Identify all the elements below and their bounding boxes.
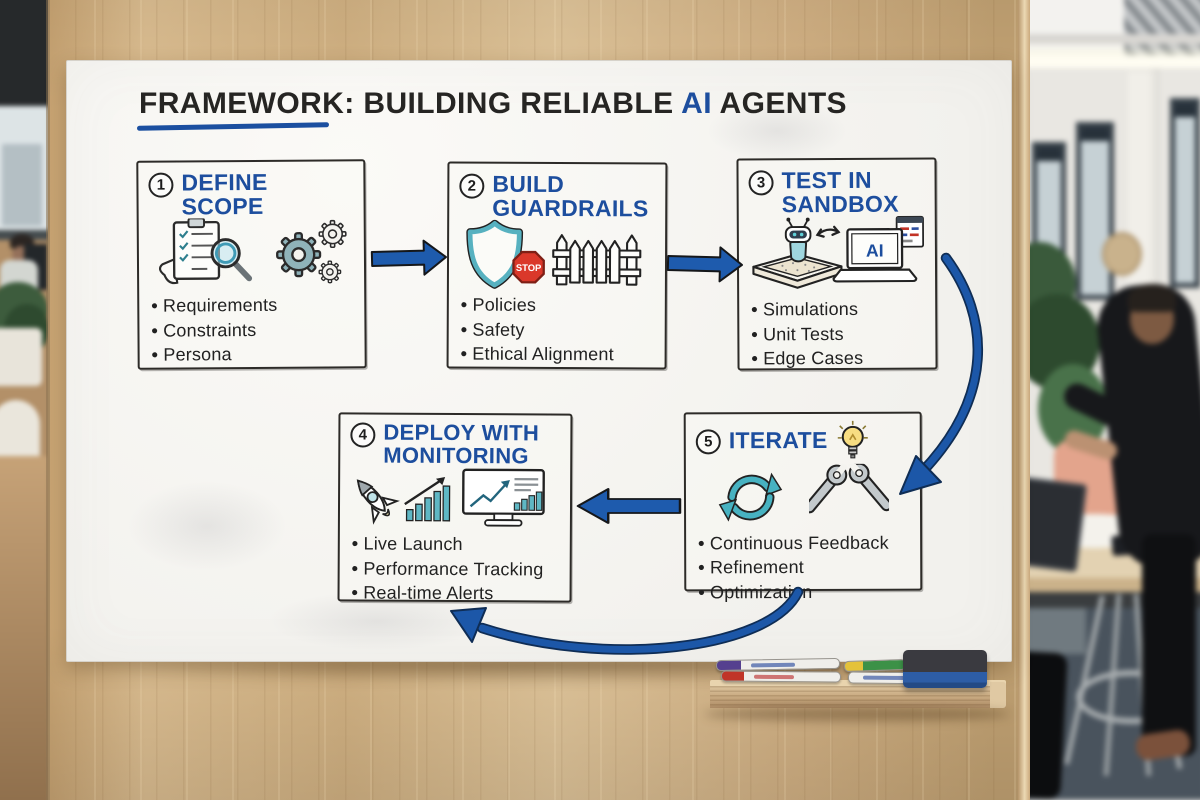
sandbox-robot-laptop-icon: AI [752, 216, 925, 290]
step-box-define-scope: 1 DEFINE SCOPE [136, 159, 367, 370]
step-box-iterate: 5 ITERATE [683, 411, 923, 602]
step-number-badge: 2 [459, 173, 485, 199]
title-suffix: AGENTS [711, 87, 847, 120]
bullet: Continuous Feedback [698, 531, 910, 556]
bullet: Constraints [151, 317, 354, 343]
step-number-badge: 5 [695, 428, 721, 454]
sync-arrow-icon [815, 225, 841, 239]
tray-shadow [704, 707, 1010, 721]
gear-icon [275, 232, 321, 278]
gear-icon [317, 220, 347, 249]
step-title: ITERATE [728, 426, 828, 454]
tray-end-cap [990, 682, 1006, 708]
planter [0, 328, 42, 386]
step-title: DEFINE SCOPE [181, 168, 268, 220]
magnifier-handle [232, 261, 252, 282]
step-title: TEST IN SANDBOX [781, 166, 899, 218]
laptop-ai-icon: AI [832, 228, 918, 283]
laptop-screen-label: AI [866, 241, 884, 261]
lightbulb-icon [837, 420, 868, 459]
office-background-left [0, 0, 50, 800]
wood-floor [0, 456, 50, 800]
ceiling-beam [1030, 34, 1200, 44]
wrench-tools-icon [808, 463, 890, 514]
step-bullets: Live Launch Performance Tracking Real-ti… [351, 532, 559, 606]
bullet: Optimization [698, 580, 910, 605]
bullet: Refinement [698, 555, 910, 580]
wall-clock [1102, 232, 1142, 276]
title-ai-highlight: AI [681, 87, 712, 120]
step-bullets: Simulations Unit Tests Edge Cases [751, 297, 925, 371]
growth-chart-icon [404, 477, 451, 522]
ceiling-dark [0, 0, 50, 112]
step-box-build-guardrails: 2 BUILD GUARDRAILS STOP [446, 161, 668, 370]
marker-yellow-green [843, 658, 907, 673]
bullet: Real-time Alerts [351, 581, 559, 607]
title-underline [136, 122, 330, 131]
bullet: Policies [461, 293, 655, 318]
dashboard-monitor-icon [462, 468, 545, 527]
shield-stop-fence-icon: STOP [466, 220, 642, 290]
office-background-right [1030, 0, 1200, 800]
bullet: Requirements [151, 293, 354, 319]
smudge [707, 101, 847, 161]
stop-sign-label: STOP [516, 263, 542, 274]
refresh-cycle-icon [718, 472, 783, 522]
marker-red [720, 670, 842, 683]
light-strip [1030, 56, 1200, 68]
wall-seam [46, 0, 50, 800]
whiteboard: FRAMEWORK: BUILDING RELIABLE AI AGENTS 1… [66, 60, 1012, 662]
bullet: Simulations [751, 297, 925, 322]
bullet: Edge Cases [751, 346, 925, 371]
standing-man-hair [1128, 284, 1176, 312]
code-window-icon [895, 216, 925, 248]
building-blur [2, 144, 42, 226]
bullet: Safety [461, 317, 655, 342]
step-title: BUILD GUARDRAILS [492, 170, 649, 222]
fence-icon [552, 234, 642, 286]
bullet: Performance Tracking [352, 556, 560, 582]
step-box-deploy-with-monitoring: 4 DEPLOY WITH MONITORING [337, 412, 573, 603]
rocket-icon [356, 479, 400, 525]
checklist-magnifier-gears-icon [158, 217, 347, 285]
title-middle: BUILDING RELIABLE [354, 87, 682, 120]
tray-front [710, 686, 1006, 708]
bullet: Live Launch [352, 532, 560, 558]
step-bullets: Continuous Feedback Refinement Optimizat… [698, 531, 910, 605]
step-title: DEPLOY WITH MONITORING [383, 419, 540, 469]
marker-purple [715, 657, 841, 672]
stop-sign-icon [512, 251, 545, 284]
title-prefix: FRAMEWORK: [139, 87, 355, 120]
step-number-badge: 4 [350, 422, 376, 448]
step-number-badge: 3 [748, 170, 774, 196]
bullet: Ethical Alignment [461, 342, 655, 367]
sandbox-icon [752, 253, 843, 290]
rocket-chart-monitor-icon [356, 468, 545, 527]
step-box-test-in-sandbox: 3 TEST IN SANDBOX [736, 157, 938, 371]
gear-icon [317, 260, 341, 284]
wall-corner-edge [1018, 0, 1030, 800]
whiteboard-eraser [903, 650, 987, 688]
smudge [127, 481, 287, 571]
step-number-badge: 1 [148, 172, 174, 198]
bullet: Persona [152, 342, 355, 368]
window [1076, 122, 1114, 300]
standing-man-legs [1142, 534, 1196, 756]
bullet: Unit Tests [751, 321, 925, 346]
step-bullets: Requirements Constraints Persona [151, 293, 355, 368]
window [1170, 98, 1200, 288]
robot-icon [784, 217, 812, 263]
step-bullets: Policies Safety Ethical Alignment [461, 293, 655, 367]
board-title: FRAMEWORK: BUILDING RELIABLE AI AGENTS [139, 87, 847, 121]
